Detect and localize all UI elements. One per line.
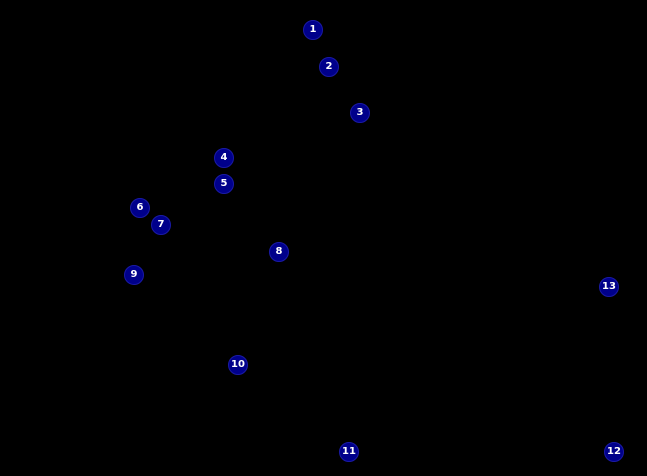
annotation-marker-10[interactable]: 10	[228, 355, 248, 375]
annotation-marker-7[interactable]: 7	[151, 215, 171, 235]
annotation-marker-3[interactable]: 3	[350, 103, 370, 123]
annotation-marker-4[interactable]: 4	[214, 148, 234, 168]
annotation-marker-9[interactable]: 9	[124, 265, 144, 285]
annotation-marker-5[interactable]: 5	[214, 174, 234, 194]
annotation-marker-13[interactable]: 13	[599, 277, 619, 297]
annotation-marker-11[interactable]: 11	[339, 442, 359, 462]
annotation-marker-1[interactable]: 1	[303, 20, 323, 40]
annotation-marker-6[interactable]: 6	[130, 198, 150, 218]
annotation-marker-2[interactable]: 2	[319, 57, 339, 77]
annotation-marker-12[interactable]: 12	[604, 442, 624, 462]
annotation-marker-8[interactable]: 8	[269, 242, 289, 262]
